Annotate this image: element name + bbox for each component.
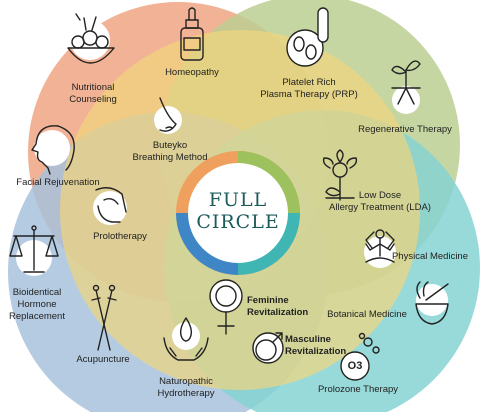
female-symbol-icon bbox=[209, 279, 243, 335]
regenerative-label: Regenerative Therapy bbox=[358, 124, 452, 135]
male-symbol-icon bbox=[252, 332, 284, 364]
prolozone-label: Prolozone Therapy bbox=[317, 384, 399, 395]
dropper-bottle-icon bbox=[180, 7, 204, 61]
logo bbox=[176, 151, 300, 275]
logo-center bbox=[188, 163, 288, 263]
prolotherapy-label: Prolotherapy bbox=[93, 231, 147, 242]
ozone-symbol: O3 bbox=[347, 360, 363, 372]
nose-icon bbox=[154, 97, 182, 134]
balance-scale-icon bbox=[9, 225, 59, 276]
physical-label: Physical Medicine bbox=[391, 251, 469, 262]
logo-line-2: CIRCLE bbox=[196, 211, 280, 233]
test-tube-icon bbox=[286, 7, 329, 67]
hands-water-icon bbox=[163, 317, 209, 361]
knee-joint-icon bbox=[93, 187, 127, 225]
homeopathy-label: Homeopathy bbox=[165, 67, 219, 78]
food-bowl-icon bbox=[67, 13, 115, 64]
botanical-label: Botanical Medicine bbox=[327, 309, 407, 320]
needles-icon bbox=[91, 284, 117, 351]
acupuncture-label: Acupuncture bbox=[76, 354, 130, 365]
sprout-icon bbox=[391, 60, 421, 114]
face-profile-icon bbox=[31, 125, 75, 175]
flower-icon bbox=[322, 149, 358, 201]
facial-label: Facial Rejuvenation bbox=[16, 177, 100, 188]
mortar-pestle-icon bbox=[415, 281, 449, 325]
logo-line-1: FULL bbox=[208, 189, 268, 211]
ozone-icon bbox=[340, 332, 380, 381]
yoga-figure-icon bbox=[364, 229, 396, 268]
